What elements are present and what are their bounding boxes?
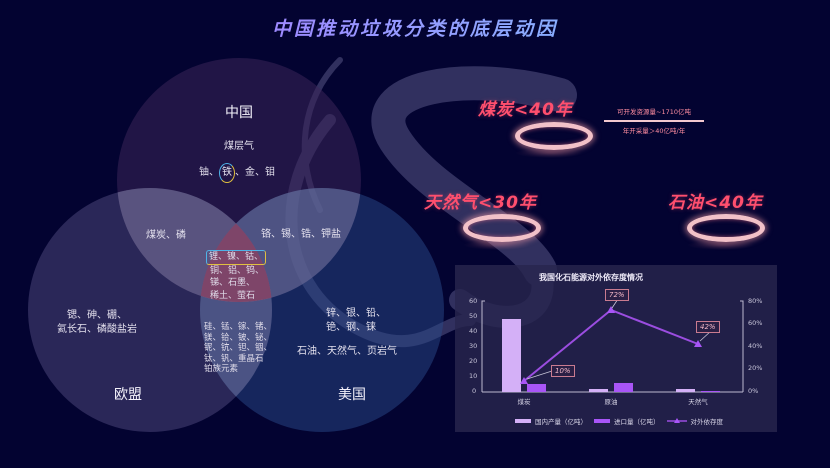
category-label: 天然气 xyxy=(688,398,708,406)
legend-import-swatch xyxy=(594,419,610,423)
eu-us-line: 硅、锰、镓、锗、 xyxy=(204,322,273,332)
y-right-tick: 0% xyxy=(748,387,759,395)
china-only-suffix: 、金、钼 xyxy=(235,167,275,178)
y-left-tick: 40 xyxy=(469,327,478,335)
chart-title: 我国化石能源对外依存度情况 xyxy=(539,273,643,282)
coal-note-top: 可开发资源量~1710亿吨 xyxy=(617,108,691,116)
resource-gas-label: 天然气<30年 xyxy=(424,193,537,213)
legend-domestic-label: 国内产量（亿吨） xyxy=(535,418,587,426)
venn-center-text: 锂、镍、钴、 铜、铝、钨、 锑、石墨、 稀土、萤石 xyxy=(206,250,267,302)
chart-plot xyxy=(481,298,744,393)
y-right-tick: 20% xyxy=(748,364,763,372)
y-left-tick: 60 xyxy=(469,297,478,305)
legend-dependency-label: 对外依存度 xyxy=(690,418,724,426)
marker-triangle-icon xyxy=(520,377,528,384)
y-left-tick: 50 xyxy=(469,312,478,320)
bar-coal-domestic xyxy=(502,319,521,392)
y-right-tick: 80% xyxy=(748,297,763,305)
coal-note: 可开发资源量~1710亿吨 年开采量＞40亿吨/年 xyxy=(604,106,704,135)
bar-gas-domestic xyxy=(676,389,695,392)
dependency-chart-panel: 我国化石能源对外依存度情况 60 50 40 30 20 10 0 80% 60… xyxy=(455,265,777,432)
gas-ring-shadow xyxy=(463,240,531,250)
bar-oil-domestic xyxy=(589,389,608,392)
highlight-iron: 铁 xyxy=(219,163,235,183)
venn-label-eu: 欧盟 xyxy=(114,387,142,403)
bar-coal-import xyxy=(527,384,546,392)
y-right-tick: 60% xyxy=(748,319,763,327)
bar-gas-import xyxy=(701,391,720,392)
gas-ring-icon xyxy=(463,214,541,242)
annotation-gas: 42% xyxy=(696,321,720,333)
y-left-tick: 20 xyxy=(469,357,478,365)
annotation-coal: 10% xyxy=(551,365,575,377)
oil-ring-shadow xyxy=(687,240,755,250)
center-line: 锑、石墨、 xyxy=(210,278,256,288)
y-left-tick: 30 xyxy=(469,342,478,350)
coal-note-bottom: 年开采量＞40亿吨/年 xyxy=(622,127,686,135)
center-highlight-box: 锂、镍、钴、 xyxy=(206,250,267,265)
center-line: 铜、铝、钨、 xyxy=(210,265,265,276)
oil-ring-icon xyxy=(687,214,765,242)
legend-import-label: 进口量（亿吨） xyxy=(614,418,660,426)
coal-ring-shadow xyxy=(515,148,583,158)
us-only-line: 锌、银、铅、 xyxy=(326,308,386,319)
venn-circle-eu xyxy=(28,188,272,432)
bar-oil-import xyxy=(614,383,633,392)
china-only-prefix: 铀、 xyxy=(199,167,219,178)
center-line: 稀土、萤石 xyxy=(210,290,256,301)
eu-us-line: 铂族元素 xyxy=(204,364,239,374)
us-only-text: 锌、银、铅、 铯、钢、铼 xyxy=(326,307,386,335)
eu-only-line: 氦长石、磷酸盐岩 xyxy=(57,324,137,335)
us-only-line: 铯、钢、铼 xyxy=(326,322,376,333)
venn-label-us: 美国 xyxy=(338,387,366,403)
resource-oil-label: 石油<40年 xyxy=(668,193,763,213)
china-us-overlap: 铬、锡、锆、钾盐 xyxy=(261,229,341,240)
coal-note-divider xyxy=(604,120,704,122)
page-title: 中国推动垃圾分类的底层动因 xyxy=(0,14,830,41)
y-left-tick: 0 xyxy=(472,387,477,395)
eu-us-line: 镁、铪、铍、铋、 xyxy=(204,332,273,343)
marker-triangle-icon xyxy=(607,306,615,313)
china-only-line2: 铀、铁、金、钼 xyxy=(199,163,275,183)
category-label: 煤炭 xyxy=(517,398,531,406)
legend-domestic-swatch xyxy=(515,419,531,423)
annotation-oil: 72% xyxy=(605,289,629,301)
venn-label-china: 中国 xyxy=(225,105,253,121)
eu-only-text: 锶、砷、硼、 氦长石、磷酸盐岩 xyxy=(52,309,142,337)
eu-us-overlap: 硅、锰、镓、锗、 镁、铪、铍、铋、 铌、钪、钽、铟、 钛、钒、重晶石 铂族元素 xyxy=(204,322,272,375)
marker-triangle-icon xyxy=(694,340,702,347)
y-left-tick: 10 xyxy=(469,372,478,380)
coal-ring-icon xyxy=(515,122,593,150)
y-right-tick: 40% xyxy=(748,342,763,350)
eu-only-line: 锶、砷、硼、 xyxy=(67,310,127,321)
venn-circle-us xyxy=(200,188,444,432)
chart-legend: 国内产量（亿吨） 进口量（亿吨） 对外依存度 xyxy=(515,416,723,426)
us-energy-text: 石油、天然气、页岩气 xyxy=(297,346,397,357)
resource-coal-label: 煤炭<40年 xyxy=(478,100,573,120)
china-eu-overlap: 煤炭、磷 xyxy=(146,230,186,241)
eu-us-line: 铌、钪、钽、铟、 xyxy=(204,343,273,353)
category-label: 原油 xyxy=(604,398,618,406)
eu-us-line: 钛、钒、重晶石 xyxy=(204,353,264,364)
china-only-line1: 煤层气 xyxy=(224,141,254,152)
legend-line-marker-icon xyxy=(666,418,687,423)
